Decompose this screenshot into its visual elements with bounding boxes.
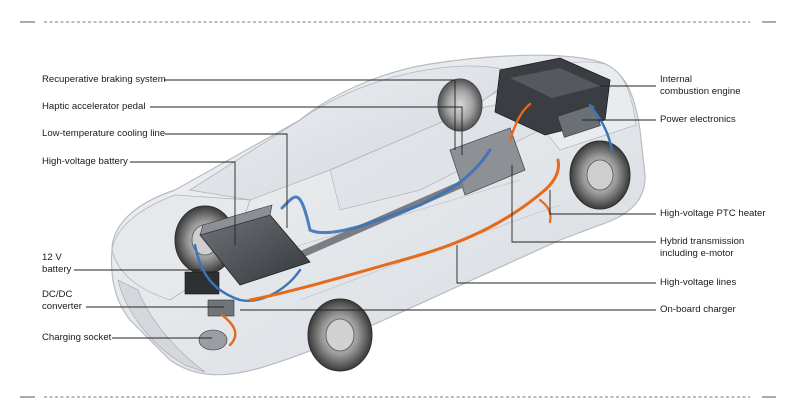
hv-lines-path	[220, 102, 560, 347]
label-hv-battery: High-voltage battery	[42, 156, 128, 167]
leader-hybrid	[511, 165, 656, 243]
charging-socket-unit	[198, 329, 228, 351]
leader-hv-lines	[456, 245, 656, 284]
leader-lines	[74, 79, 656, 339]
wheel-front-left	[437, 78, 483, 132]
12v-battery-unit	[184, 271, 220, 295]
label-hv-lines: High-voltage lines	[660, 277, 737, 288]
cooling-lines	[193, 103, 614, 302]
wheel-rear-right	[307, 298, 373, 372]
high-voltage-battery	[199, 204, 311, 286]
label-cooling-line: Low-temperature cooling line	[42, 128, 166, 139]
label-ptc-heater: High-voltage PTC heater	[660, 208, 766, 219]
rear-bumper	[117, 279, 206, 373]
label-power-electronics: Power electronics	[660, 114, 736, 125]
label-haptic-pedal: Haptic accelerator pedal	[42, 101, 146, 112]
label-recuperative-braking: Recuperative braking system	[42, 74, 166, 85]
label-charging-socket: Charging socket	[42, 332, 112, 343]
wheel-front-right	[569, 140, 631, 210]
label-dcdc-converter: DC/DC converter	[42, 289, 82, 312]
label-12v-battery: 12 V battery	[42, 252, 72, 275]
leader-ptc	[549, 190, 656, 215]
leader-pedal	[150, 106, 463, 155]
leader-cooling	[165, 133, 288, 228]
label-hybrid-transmission: Hybrid transmission including e-motor	[660, 236, 745, 259]
leader-regen	[164, 79, 456, 150]
transmission	[449, 127, 526, 196]
leader-hv-battery	[130, 161, 236, 245]
label-internal-combustion-engine: Internal combustion engine	[660, 74, 741, 97]
dcdc-unit	[207, 299, 235, 317]
label-onboard-charger: On-board charger	[660, 304, 736, 315]
